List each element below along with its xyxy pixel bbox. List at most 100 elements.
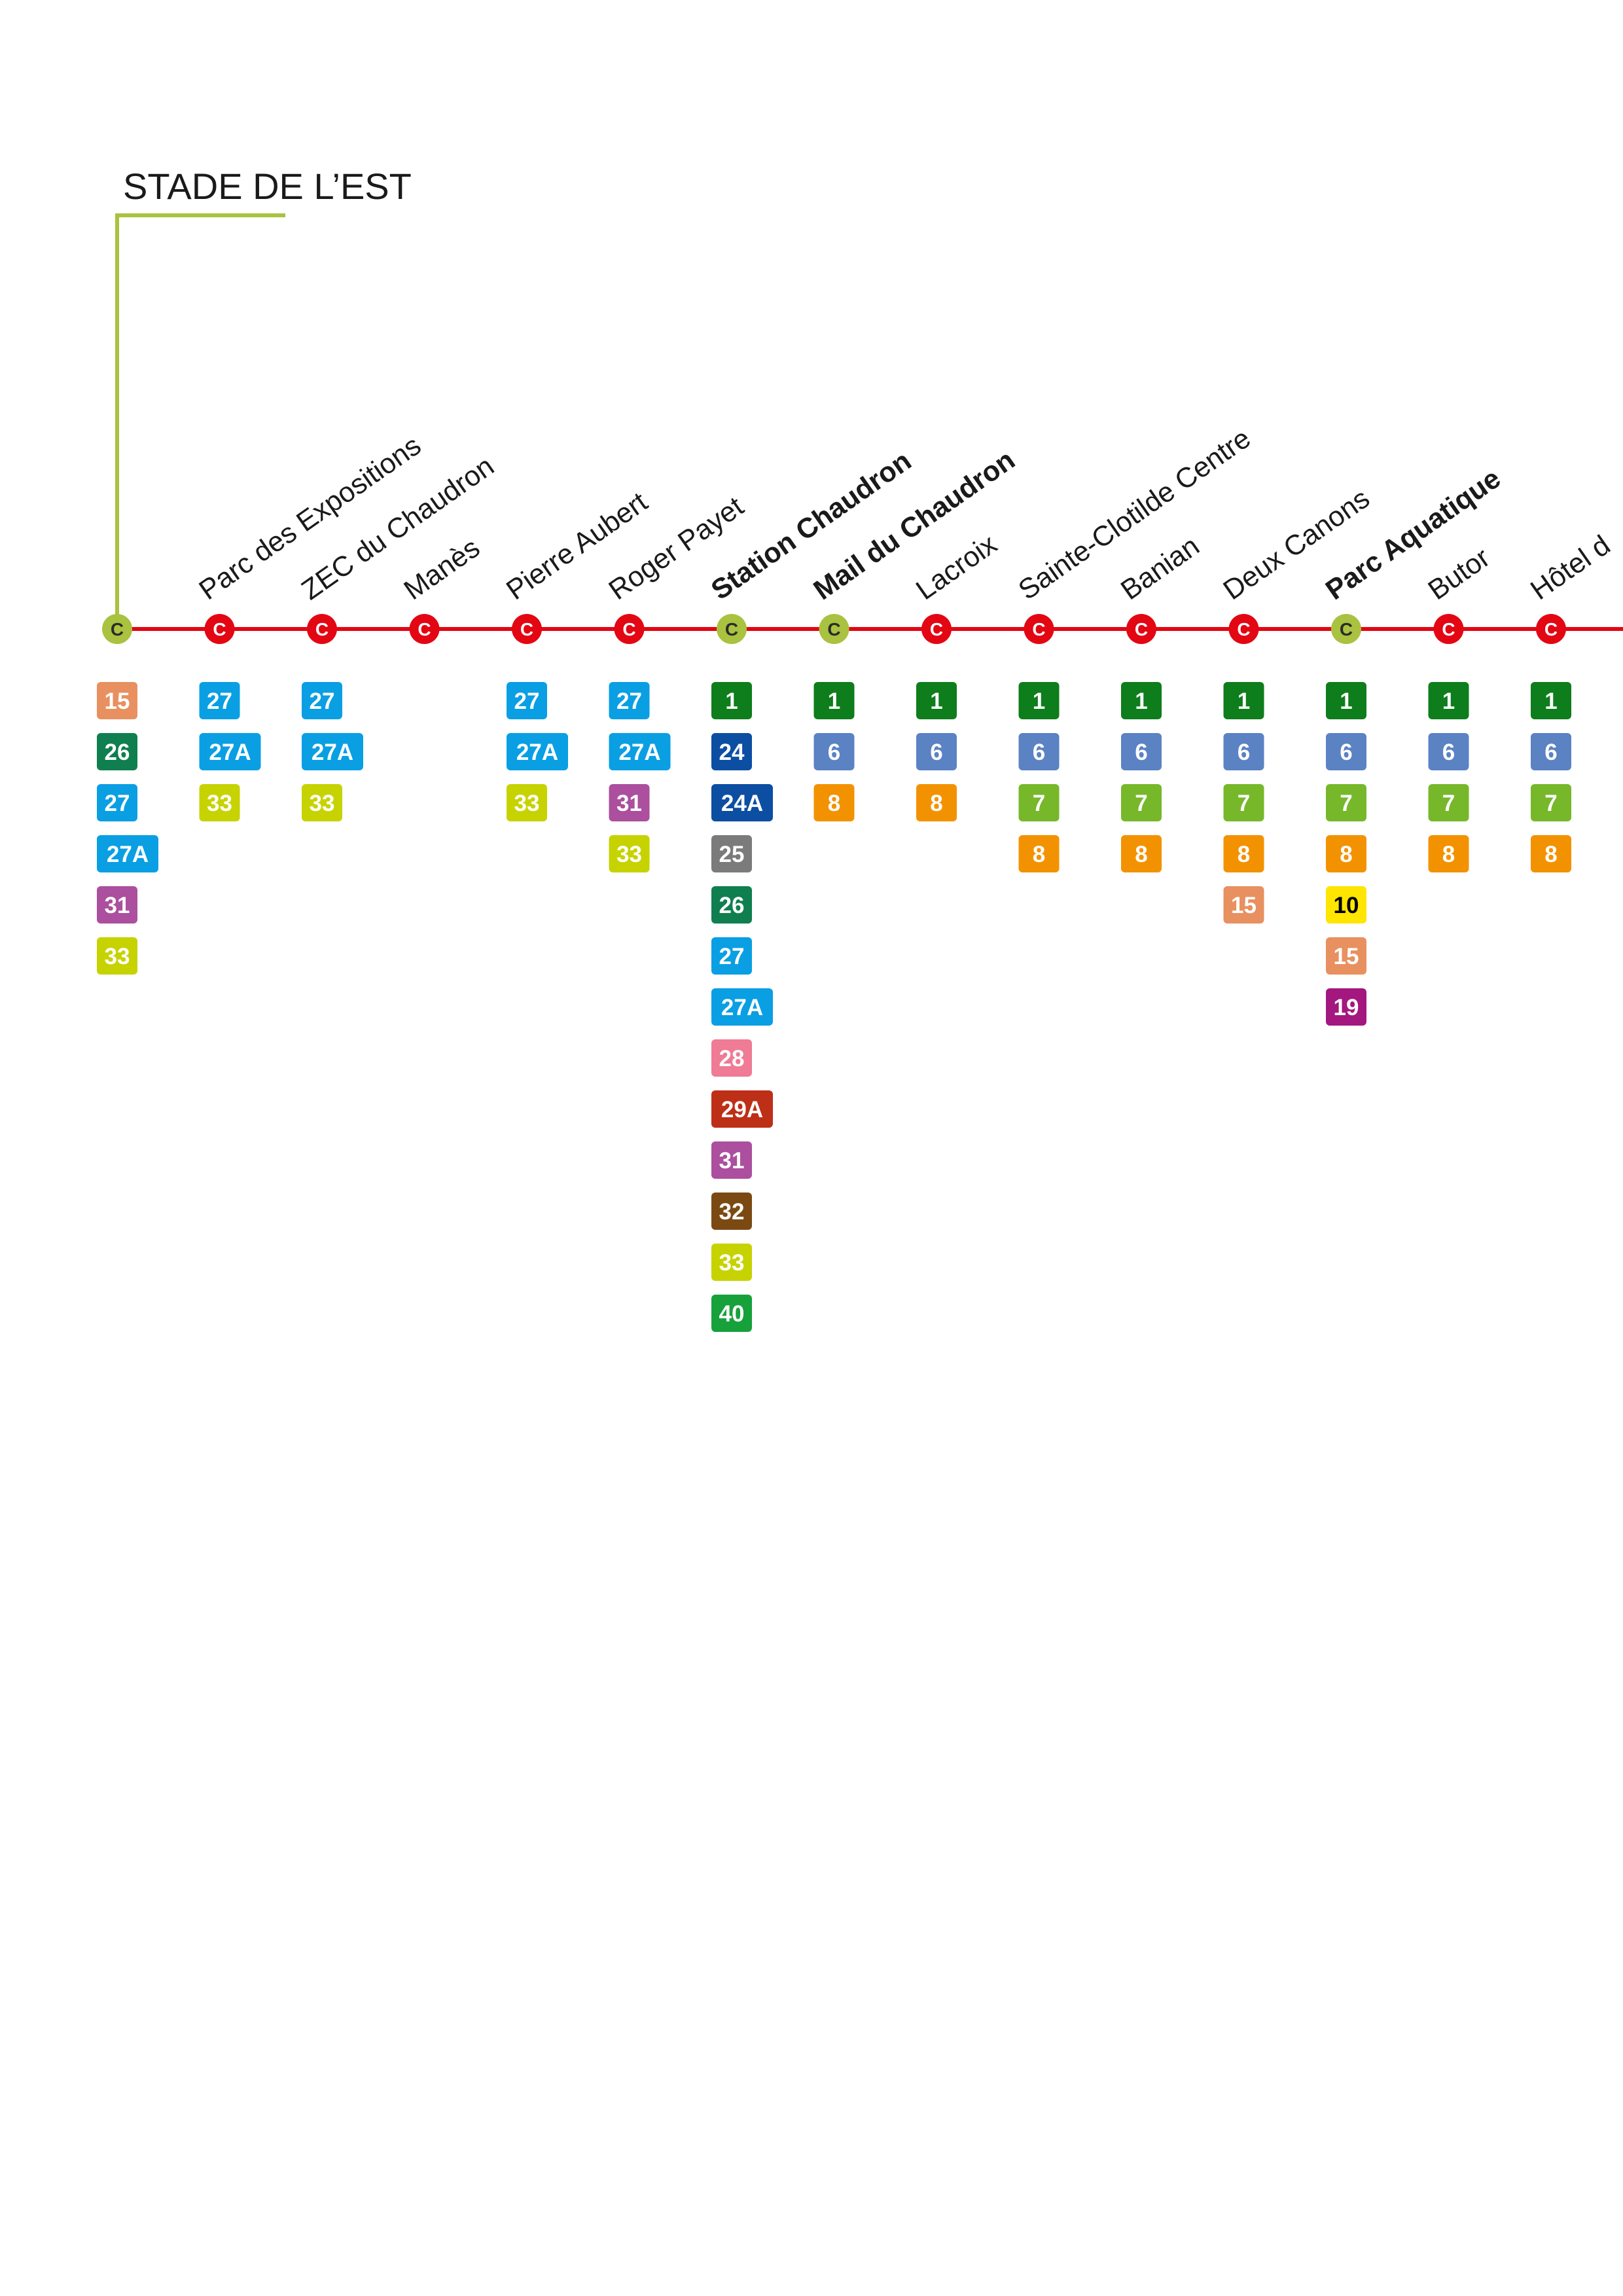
route-number: 8: [1238, 842, 1250, 867]
route-badge-background: [1428, 784, 1469, 821]
route-badge-6: 6: [1531, 733, 1571, 770]
stop-marker: [512, 614, 542, 644]
route-badge-background: [1223, 835, 1264, 872]
route-number: 6: [1544, 740, 1557, 765]
route-number: 15: [105, 689, 130, 714]
stop-label: Parc Aquatique: [1320, 463, 1507, 606]
route-number: 6: [1238, 740, 1250, 765]
route-badge-7: 7: [1223, 784, 1264, 821]
route-badge-background: [1223, 784, 1264, 821]
route-badge-6: 6: [1121, 733, 1162, 770]
route-number: 7: [1033, 791, 1045, 816]
route-badge-background: [1326, 682, 1366, 719]
route-badges: 168: [813, 682, 855, 821]
route-number: 1: [828, 689, 840, 714]
route-badge-background: [1018, 682, 1060, 719]
route-badge-33: 33: [199, 784, 240, 821]
route-number: 8: [930, 791, 942, 816]
route-badge-background: [711, 784, 773, 821]
route-number: 1: [1442, 689, 1455, 714]
route-badge-1: 1: [813, 682, 855, 719]
route-number: 8: [828, 791, 840, 816]
route-badge-7: 7: [1326, 784, 1366, 821]
route-badge-background: [813, 784, 855, 821]
route-badge-28: 28: [711, 1039, 752, 1077]
stop-label: Banian: [1115, 530, 1205, 606]
interchange-stop-marker: [819, 614, 849, 644]
route-badge-background: [916, 733, 957, 770]
route-number: 31: [105, 893, 130, 918]
route-number: 8: [1033, 842, 1045, 867]
route-number: 27: [105, 791, 130, 816]
route-badge-background: [97, 835, 158, 872]
route-badge-background: [507, 784, 547, 821]
route-badge-8: 8: [1326, 835, 1366, 872]
route-badge-7: 7: [1018, 784, 1060, 821]
route-badge-31: 31: [97, 886, 137, 924]
route-number: 1: [1033, 689, 1045, 714]
route-badge-background: [1121, 835, 1162, 872]
stop-label: Hôtel d: [1525, 529, 1616, 606]
route-badge-background: [97, 733, 137, 770]
route-number: 33: [616, 842, 642, 867]
terminus-title: STADE DE L’EST: [123, 166, 412, 207]
route-badge-background: [711, 682, 752, 719]
route-badge-31: 31: [711, 1141, 752, 1179]
route-badge-background: [609, 835, 650, 872]
route-number: 6: [1442, 740, 1455, 765]
route-badge-31: 31: [609, 784, 650, 821]
route-badge-background: [711, 988, 773, 1026]
line-letter: C: [1340, 619, 1353, 639]
route-badge-25: 25: [711, 835, 752, 872]
route-badge-8: 8: [916, 784, 957, 821]
route-badge-background: [711, 1090, 773, 1128]
route-badge-background: [97, 784, 137, 821]
route-badge-background: [1018, 784, 1060, 821]
route-badge-background: [1326, 784, 1366, 821]
route-number: 27A: [209, 740, 251, 765]
interchange-stop-marker: [717, 614, 747, 644]
route-badge-15: 15: [97, 682, 137, 719]
route-badge-background: [1223, 733, 1264, 770]
route-badge-8: 8: [1223, 835, 1264, 872]
route-badge-background: [1531, 682, 1571, 719]
route-badge-6: 6: [1018, 733, 1060, 770]
route-badge-background: [1428, 733, 1469, 770]
route-badge-7: 7: [1121, 784, 1162, 821]
route-badge-background: [916, 784, 957, 821]
route-badge-6: 6: [1223, 733, 1264, 770]
route-number: 27: [514, 689, 540, 714]
route-number: 27: [719, 944, 745, 969]
route-badge-33: 33: [609, 835, 650, 872]
route-number: 10: [1334, 893, 1359, 918]
route-badge-background: [1531, 784, 1571, 821]
route-badge-1: 1: [1326, 682, 1366, 719]
route-badge-1: 1: [916, 682, 957, 719]
route-number: 6: [930, 740, 942, 765]
route-number: 8: [1135, 842, 1147, 867]
stop-marker: [921, 614, 952, 644]
stop-marker: [1126, 614, 1156, 644]
route-badge-27: 27: [609, 682, 650, 719]
line-letter: C: [1442, 619, 1455, 639]
route-number: 6: [1135, 740, 1147, 765]
route-badge-6: 6: [1428, 733, 1469, 770]
route-number: 7: [1135, 791, 1147, 816]
route-badge-background: [1018, 733, 1060, 770]
route-number: 33: [207, 791, 232, 816]
route-number: 6: [1033, 740, 1045, 765]
route-number: 40: [719, 1301, 745, 1327]
route-badge-27a: 27A: [302, 733, 363, 770]
line-letter: C: [827, 619, 840, 639]
